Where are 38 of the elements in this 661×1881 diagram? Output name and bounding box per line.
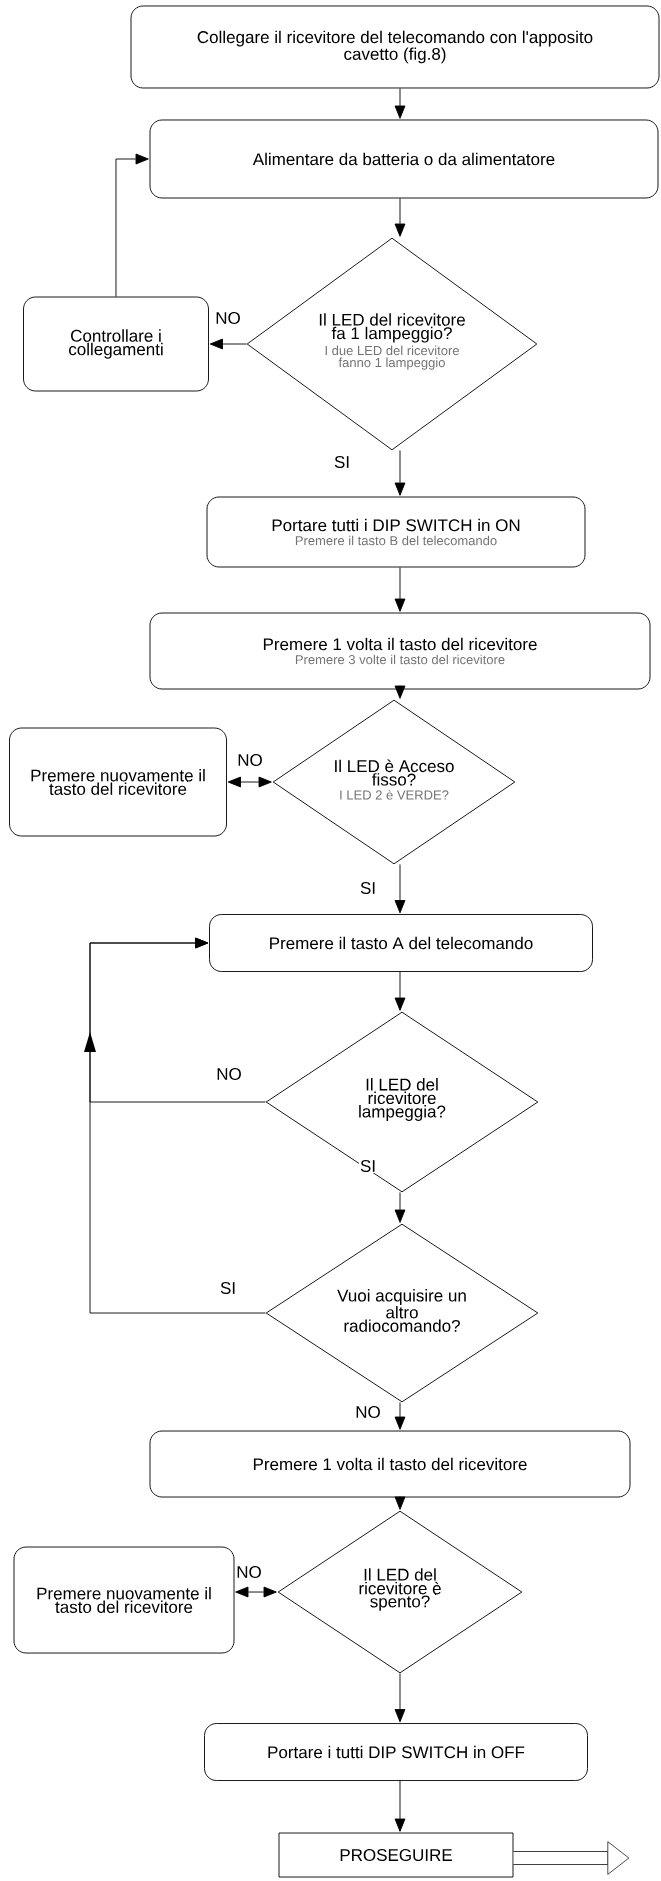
process-box: Controllare i collegamenti — [23, 296, 209, 392]
arrow — [394, 971, 406, 1011]
process-box: Premere 1 volta il tasto del ricevitore — [149, 1430, 631, 1498]
arrow — [394, 88, 406, 119]
arrow — [394, 1780, 406, 1832]
arrow — [227, 776, 272, 788]
arrow — [209, 338, 247, 350]
arrow — [394, 864, 406, 914]
arrow — [115, 153, 149, 297]
process-box: Premere nuovamente il tasto del ricevitore — [13, 1546, 235, 1654]
edge-label: SI — [332, 455, 352, 469]
arrow — [394, 450, 406, 496]
arrow — [394, 1402, 406, 1430]
edge-label: NO — [235, 1565, 263, 1580]
arrow — [394, 1192, 406, 1223]
arrow — [394, 685, 406, 699]
arrow — [84, 937, 266, 1314]
process-box: Alimentare da batteria o da alimentatore — [149, 119, 659, 199]
arrow — [235, 1586, 277, 1598]
edge-label: NO — [354, 1405, 382, 1420]
edge-label: NO — [215, 1067, 243, 1082]
process-box: PROSEGUIRE — [278, 1832, 514, 1878]
arrow — [394, 567, 406, 612]
process-box: Portare tutti i DIP SWITCH in ON Premere il tasto B del telecomando — [206, 496, 586, 568]
process-box: Premere 1 volta il tasto del ricevitore Premere 3 volte il tasto del ricevitore — [149, 612, 651, 690]
arrow — [394, 1496, 406, 1510]
arrow — [394, 1673, 406, 1723]
arrow — [394, 198, 406, 237]
edge-label: NO — [236, 753, 264, 768]
edge-label: SI — [358, 1159, 378, 1174]
edge-label: NO — [214, 311, 242, 325]
process-box: Premere il tasto A del telecomando — [209, 914, 593, 972]
process-box: Premere nuovamente il tasto del ricevitore — [9, 727, 227, 837]
block-arrow — [513, 1841, 630, 1875]
edge-label: SI — [358, 881, 378, 896]
process-box: Portare i tutti DIP SWITCH in OFF — [204, 1723, 588, 1781]
process-box: Collegare il ricevitore del telecomando con l'apposito cavetto (fig.8) — [130, 5, 660, 89]
edge-label: SI — [218, 1281, 238, 1296]
